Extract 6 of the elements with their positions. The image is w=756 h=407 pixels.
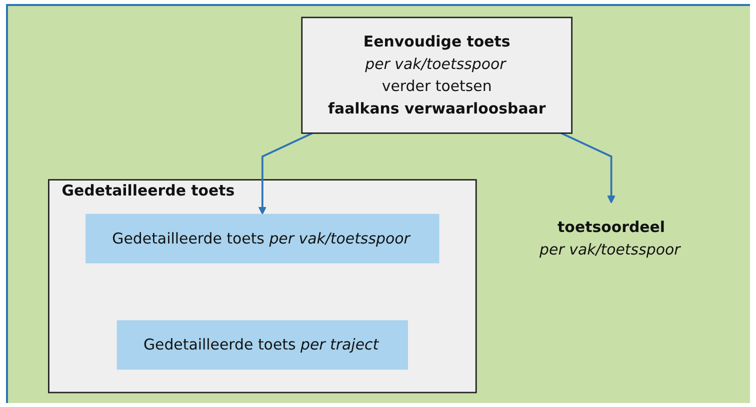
arrow: [560, 132, 616, 203]
node-text: toetsoordeel per vak/toetsspoor: [540, 218, 680, 258]
node-box: Gedetailleerde toets per traject: [116, 320, 408, 370]
node-box: Eenvoudige toets per vak/toetsspoor verder toetsen faalkans verwaarloosbaar: [301, 16, 573, 134]
node-box: Gedetailleerde toets per vak/toetsspoor: [86, 213, 440, 263]
arrow: [258, 132, 313, 214]
